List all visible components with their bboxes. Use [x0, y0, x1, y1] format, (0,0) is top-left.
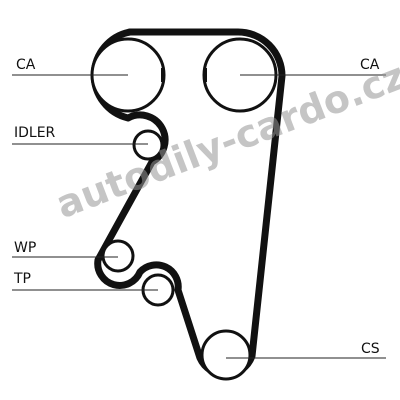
label-ca-left: CA [16, 57, 36, 73]
label-tp: TP [14, 271, 31, 287]
label-idler: IDLER [14, 125, 56, 141]
label-ca-right: CA [360, 57, 380, 73]
water-pump-pulley [101, 239, 135, 273]
label-wp: WP [14, 240, 37, 256]
idler-pulley [132, 129, 164, 161]
crankshaft-pulley [200, 329, 252, 381]
label-cs: CS [361, 341, 380, 357]
